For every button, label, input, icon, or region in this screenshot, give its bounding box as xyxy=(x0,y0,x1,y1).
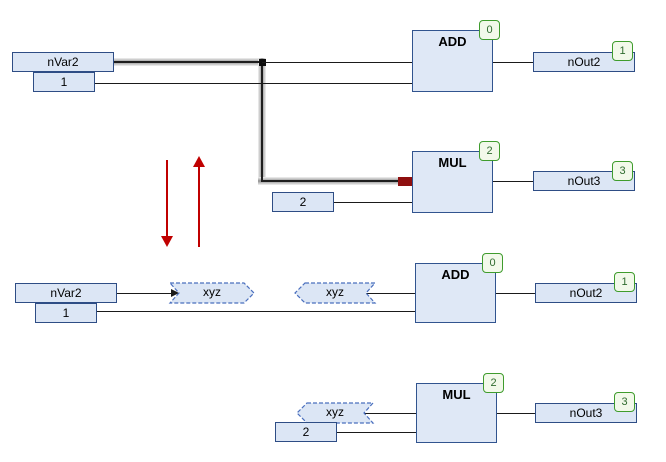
wire[interactable] xyxy=(95,311,415,312)
add-block-label: ADD xyxy=(438,34,467,49)
input-constant-box[interactable]: 1 xyxy=(33,72,95,92)
badge-number: 2 xyxy=(490,377,497,389)
execution-order-badge: 1 xyxy=(614,272,635,292)
add-block[interactable]: ADD xyxy=(412,30,493,92)
wire[interactable] xyxy=(335,432,416,433)
source-connector-shape xyxy=(168,282,255,304)
wire[interactable] xyxy=(332,202,412,203)
badge-number: 1 xyxy=(619,45,626,57)
transform-down-arrowhead-icon xyxy=(161,236,173,247)
execution-order-badge: 2 xyxy=(483,373,504,393)
wire[interactable] xyxy=(262,62,412,63)
output-variable-label: nOut3 xyxy=(567,174,601,188)
wire[interactable] xyxy=(493,181,533,182)
mul-block[interactable]: MUL xyxy=(416,383,497,443)
transform-down-arrow-icon xyxy=(166,160,168,237)
badge-number: 3 xyxy=(619,165,626,177)
wire-arrowhead-icon xyxy=(171,289,179,297)
wire[interactable] xyxy=(497,413,535,414)
sink-connector-shape xyxy=(294,282,377,304)
execution-order-badge: 3 xyxy=(614,392,635,412)
input-constant-box[interactable]: 2 xyxy=(272,192,334,212)
input-constant-label: 1 xyxy=(60,75,68,89)
mul-block-label: MUL xyxy=(442,387,471,402)
add-block-label: ADD xyxy=(441,267,470,282)
execution-order-badge: 3 xyxy=(612,161,633,181)
wire[interactable] xyxy=(261,61,263,182)
output-variable-box[interactable]: nOut3 xyxy=(535,403,637,423)
wire[interactable] xyxy=(93,83,412,84)
input-constant-box[interactable]: 2 xyxy=(275,422,337,442)
badge-number: 0 xyxy=(489,257,496,269)
selected-wire-endpoint-marker[interactable] xyxy=(398,177,412,186)
execution-order-badge: 1 xyxy=(612,41,633,61)
execution-order-badge: 0 xyxy=(482,253,503,273)
input-constant-label: 2 xyxy=(299,195,307,209)
output-variable-box[interactable]: nOut2 xyxy=(533,52,635,72)
input-constant-box[interactable]: 1 xyxy=(35,303,97,323)
sink-connector-label: xyz xyxy=(326,405,344,419)
transform-up-arrowhead-icon xyxy=(193,156,205,167)
input-variable-box[interactable]: nVar2 xyxy=(12,52,114,72)
input-variable-label: nVar2 xyxy=(50,286,82,300)
transform-up-arrow-icon xyxy=(198,167,200,247)
output-variable-box[interactable]: nOut2 xyxy=(535,283,637,303)
wire[interactable] xyxy=(112,61,264,63)
execution-order-badge: 2 xyxy=(479,141,500,161)
output-variable-box[interactable]: nOut3 xyxy=(533,171,635,191)
output-variable-label: nOut2 xyxy=(567,55,601,69)
sink-connector[interactable]: xyz xyxy=(295,401,375,425)
wire[interactable] xyxy=(364,413,416,414)
badge-number: 3 xyxy=(621,396,628,408)
source-connector[interactable]: xyz xyxy=(168,281,256,305)
output-variable-label: nOut2 xyxy=(569,286,603,300)
input-variable-label: nVar2 xyxy=(47,55,79,69)
wire[interactable] xyxy=(496,293,535,294)
badge-number: 2 xyxy=(486,145,493,157)
badge-number: 1 xyxy=(621,276,628,288)
sink-connector-shape xyxy=(296,402,375,424)
badge-number: 0 xyxy=(486,24,493,36)
mul-block-label: MUL xyxy=(438,155,467,170)
wire[interactable] xyxy=(493,62,533,63)
sink-connector-label: xyz xyxy=(326,285,344,299)
input-variable-box[interactable]: nVar2 xyxy=(15,283,117,303)
sink-connector[interactable]: xyz xyxy=(293,281,377,305)
output-variable-label: nOut3 xyxy=(569,406,603,420)
wire[interactable] xyxy=(261,180,398,182)
add-block[interactable]: ADD xyxy=(415,263,496,323)
input-constant-label: 2 xyxy=(302,425,310,439)
execution-order-badge: 0 xyxy=(479,20,500,40)
input-constant-label: 1 xyxy=(62,306,70,320)
wire[interactable] xyxy=(366,293,415,294)
wire[interactable] xyxy=(115,293,173,294)
mul-block[interactable]: MUL xyxy=(412,151,493,213)
source-connector-label: xyz xyxy=(203,285,221,299)
